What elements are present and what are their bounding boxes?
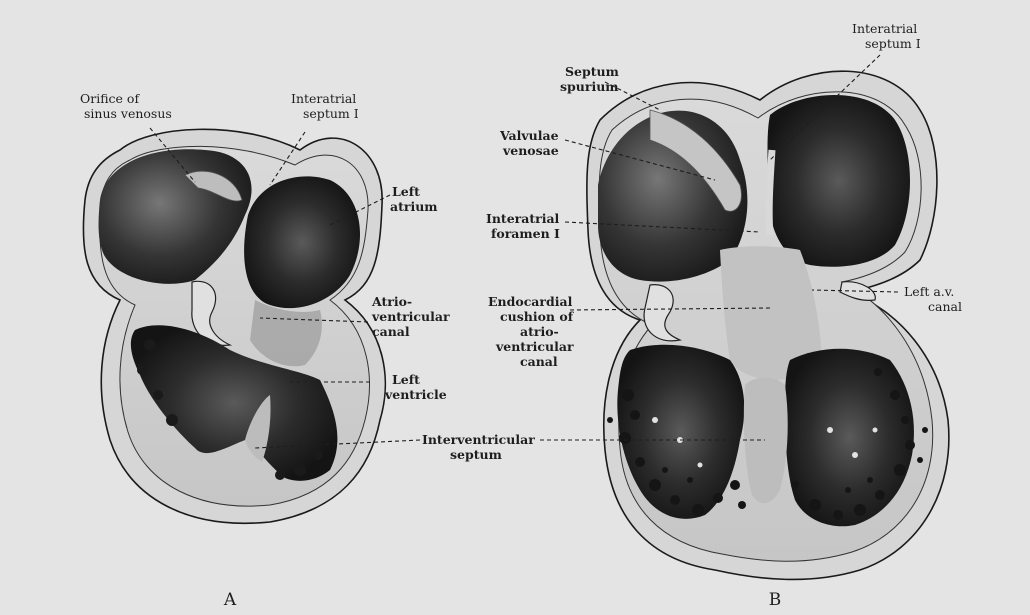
label-septum-b-line2: septum I — [865, 36, 921, 51]
label-foramen-line1: Interatrial — [486, 211, 560, 226]
label-septum-a-line1: Interatrial — [291, 91, 356, 106]
heart-a: A — [83, 129, 385, 610]
label-orifice-line1: Orifice of — [80, 91, 140, 106]
label-valvulae-line2: venosae — [502, 143, 559, 158]
heart-b: B — [587, 71, 949, 610]
label-left-atrium-a-line1: Left — [392, 184, 420, 199]
label-cushion-line2: cushion of — [500, 309, 575, 324]
label-left-ventricle-a-line1: Left — [392, 372, 420, 387]
label-cushion-line5: canal — [520, 354, 558, 369]
label-left-av-line1: Left a.v. — [904, 284, 954, 299]
label-valvulae-line1: Valvulae — [499, 128, 559, 143]
label-spurium-line1: Septum — [565, 64, 619, 79]
label-foramen-line2: foramen I — [491, 226, 560, 241]
label-septum-b-line1: Interatrial — [852, 21, 917, 36]
label-septum-a-line2: septum I — [303, 106, 359, 121]
label-left-atrium-a-line2: atrium — [390, 199, 438, 214]
panel-label-a: A — [223, 590, 237, 610]
label-spurium-line2: spurium — [560, 79, 619, 94]
label-left-ventricle-a-line2: ventricle — [384, 387, 447, 402]
label-av-canal-a-line1: Atrio- — [371, 294, 412, 309]
label-av-canal-a-line3: canal — [372, 324, 410, 339]
label-interventricular-line1: Interventricular — [422, 432, 535, 447]
panel-label-b: B — [769, 590, 782, 610]
label-orifice-line2: sinus venosus — [84, 106, 172, 121]
label-av-canal-a-line2: ventricular — [371, 309, 450, 324]
label-cushion-line4: ventricular — [495, 339, 574, 354]
heart-b-left-atrium-cavity — [768, 95, 911, 267]
label-interventricular-line2: septum — [450, 447, 502, 462]
label-cushion-line3: atrio- — [520, 324, 559, 339]
label-cushion-line1: Endocardial — [488, 294, 573, 309]
label-left-av-line2: canal — [928, 299, 962, 314]
heart-b-interatrial-septum — [769, 150, 772, 235]
